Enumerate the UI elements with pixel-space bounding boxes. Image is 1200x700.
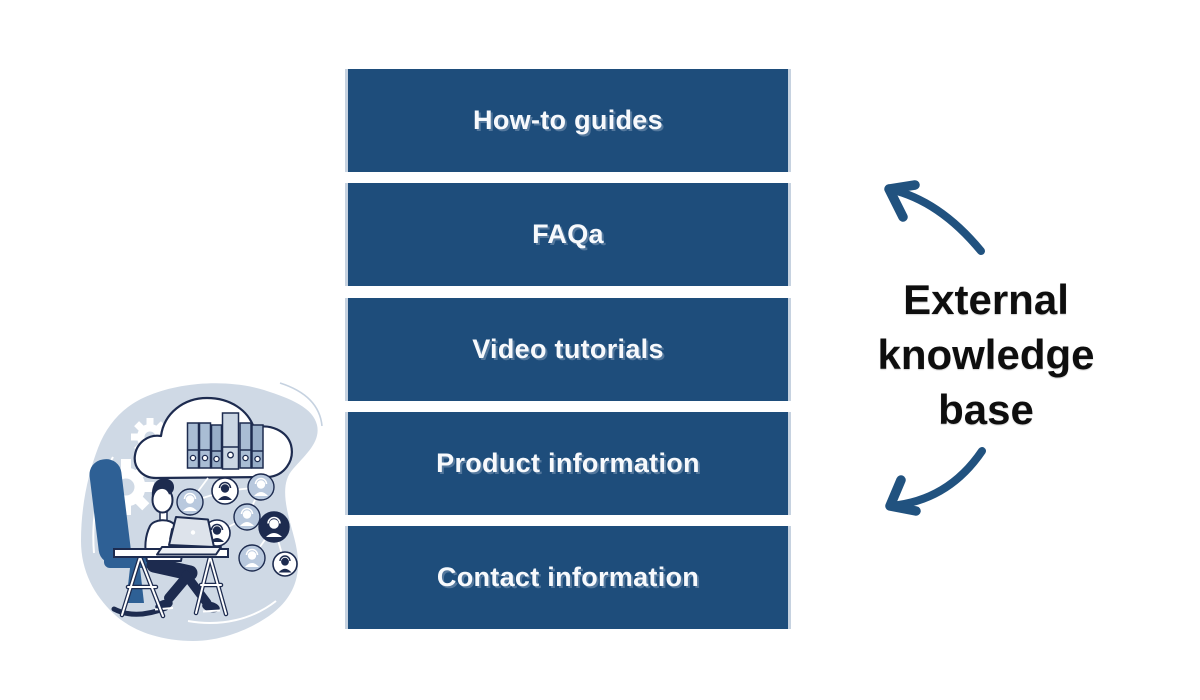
page-title-line: base xyxy=(938,386,1034,433)
list-item-contact-information: Contact information xyxy=(345,526,791,630)
decor-white-arc-bottom xyxy=(187,600,277,624)
page-title-line: knowledge xyxy=(877,331,1095,378)
page-title-line: External xyxy=(903,276,1069,323)
laptop-icon xyxy=(156,516,222,556)
list-item-faqs: FAQa xyxy=(345,183,791,287)
page-title: External knowledge base xyxy=(848,272,1124,437)
list-item-product-information: Product information xyxy=(345,411,791,515)
list-item-label: Video tutorials xyxy=(472,333,664,364)
list-item-video-tutorials: Video tutorials xyxy=(345,297,791,401)
decor-outline-arc xyxy=(279,382,323,427)
list-item-label: Contact information xyxy=(436,562,700,593)
user-avatar-icon xyxy=(238,544,266,572)
user-avatar-icon xyxy=(211,477,239,505)
cloud-icon xyxy=(133,396,293,480)
user-avatar-icon xyxy=(176,488,204,516)
knowledge-illustration xyxy=(81,382,323,641)
curved-arrow-down-icon xyxy=(885,447,986,516)
list-item-label: Product information xyxy=(436,447,700,478)
knowledge-list: How-to guides FAQa Video tutorials Produ… xyxy=(345,69,791,630)
curved-arrow-up-icon xyxy=(884,180,985,255)
list-item-how-to-guides: How-to guides xyxy=(345,69,791,172)
list-item-label: How-to guides xyxy=(473,105,663,135)
binder-icons xyxy=(186,412,264,470)
user-avatar-icon xyxy=(272,551,298,577)
user-avatar-icon xyxy=(247,473,275,501)
user-avatar-icon xyxy=(258,511,290,543)
list-item-label: FAQa xyxy=(532,219,604,250)
user-avatar-icon xyxy=(233,503,261,531)
